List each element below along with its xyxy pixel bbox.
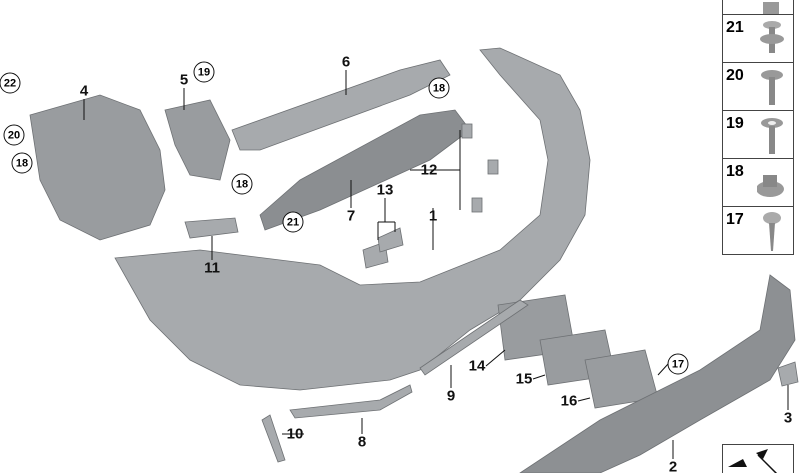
fastener-cell-17: 17 (723, 206, 793, 254)
callout-18: 18 (428, 77, 450, 99)
flange-bolt-icon (761, 70, 783, 105)
callout-14: 14 (468, 357, 486, 375)
fastener-number: 17 (726, 211, 744, 228)
leader-lines (83, 70, 789, 459)
callout-19: 19 (193, 61, 215, 83)
part-8-strip (289, 384, 413, 419)
callout-9: 9 (446, 387, 456, 405)
part-2-diffuser (519, 274, 796, 473)
part-4-bracket (29, 94, 166, 241)
fastener-number: 18 (726, 163, 744, 180)
torx-screw-washer-icon (761, 118, 783, 154)
callout-20: 20 (3, 124, 25, 146)
callout-10: 10 (286, 425, 304, 443)
callout-18: 18 (231, 173, 253, 195)
callout-22: 22 (0, 72, 21, 94)
part-5-bracket (164, 99, 231, 181)
fastener-number: 20 (726, 67, 744, 84)
callout-13: 13 (376, 181, 394, 199)
callout-18: 18 (11, 152, 33, 174)
callout-17: 17 (667, 353, 689, 375)
part-1-bumper-cover (114, 47, 591, 391)
callout-21: 21 (282, 211, 304, 233)
callout-8: 8 (357, 433, 367, 451)
clip-icon (763, 2, 779, 14)
callout-2: 2 (668, 458, 678, 473)
push-rivet-icon (760, 21, 784, 53)
fastener-cell-21: 21 (723, 14, 793, 62)
flange-nut-icon (757, 175, 784, 197)
callout-3: 3 (783, 409, 793, 427)
callout-12: 12 (420, 161, 438, 179)
callout-6: 6 (341, 53, 351, 71)
fastener-number: 21 (726, 19, 744, 36)
callout-15: 15 (515, 370, 533, 388)
part-11-trim (184, 217, 239, 239)
callout-1: 1 (428, 207, 438, 225)
fastener-cell-partial (723, 0, 793, 14)
part-9-strip (419, 299, 529, 376)
self-tapping-screw-icon (763, 212, 781, 251)
fastener-number: 19 (726, 115, 744, 132)
fastener-cell-20: 20 (723, 62, 793, 110)
callout-11: 11 (204, 259, 220, 277)
fastener-panel: 21 20 19 18 17 (722, 0, 794, 255)
callout-7: 7 (346, 207, 356, 225)
orientation-arrow-box (722, 444, 794, 473)
callout-4: 4 (79, 82, 89, 100)
callout-5: 5 (179, 71, 189, 89)
arrow-icon (728, 449, 778, 473)
part-10-reflector (261, 414, 286, 463)
callout-16: 16 (560, 392, 578, 410)
fastener-cell-19: 19 (723, 110, 793, 158)
part-12-clip (461, 123, 473, 139)
part-3-cap (777, 361, 799, 387)
fastener-cell-18: 18 (723, 158, 793, 206)
